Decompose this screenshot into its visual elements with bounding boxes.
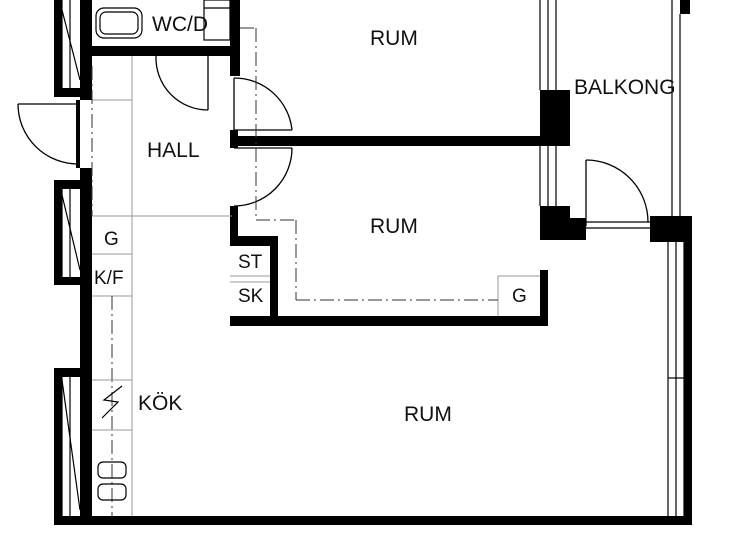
wc-right-wall [230,0,240,76]
left-wall-top [54,0,62,96]
walls [54,0,692,525]
left-wall-mid-inner [80,168,92,368]
sk-label: SK [238,286,264,307]
balcony-door [585,159,650,229]
balcony-glazing [539,0,685,516]
ceiling-lines [91,27,498,516]
g-room-label: G [512,286,527,307]
st-label: ST [238,252,263,273]
closet-wall-right [270,236,278,326]
left-windows [61,0,81,516]
right-wall-block [650,216,692,242]
left-wall-bottom-outer [54,368,62,524]
column-upper [540,90,570,146]
g-hall-label: G [104,229,119,250]
right-wall-large-room [684,218,692,525]
closet-wall-top [230,236,278,246]
hall-label: HALL [147,139,200,162]
left-wall-top-inner [80,0,92,100]
middle-room-right-wall [540,270,548,326]
left-wall-bottom-inner [80,368,92,524]
kitchen-label: KÖK [138,392,182,415]
hall-partitions [92,56,540,516]
left-wall-cap-top [54,88,92,97]
left-wall-cap-3 [54,277,92,285]
kitchen-fixtures [92,379,132,501]
bottom-wall [54,516,692,525]
room-top-label: RUM [370,27,418,50]
room-divider-wall [232,136,558,146]
top-right-wall [680,0,690,14]
room-large-label: RUM [404,403,452,426]
hall-right-wall-lower [230,206,238,246]
entrance-door [17,100,80,168]
wc-label: WC/D [152,13,208,36]
kf-label: K/F [94,268,124,289]
room-doors [233,77,293,207]
wc-fixtures [95,0,231,41]
room-divider-stub [230,130,238,148]
column-lower-ext [560,218,586,240]
left-wall-cap-2 [54,180,92,189]
wc-bottom-wall [88,46,238,56]
left-wall-mid-outer [54,180,62,284]
middle-room-bottom-wall [230,316,548,326]
left-wall-cap-4 [54,368,92,377]
balcony-label: BALKONG [574,76,676,99]
room-middle-label: RUM [370,215,418,238]
wc-door [155,55,209,111]
